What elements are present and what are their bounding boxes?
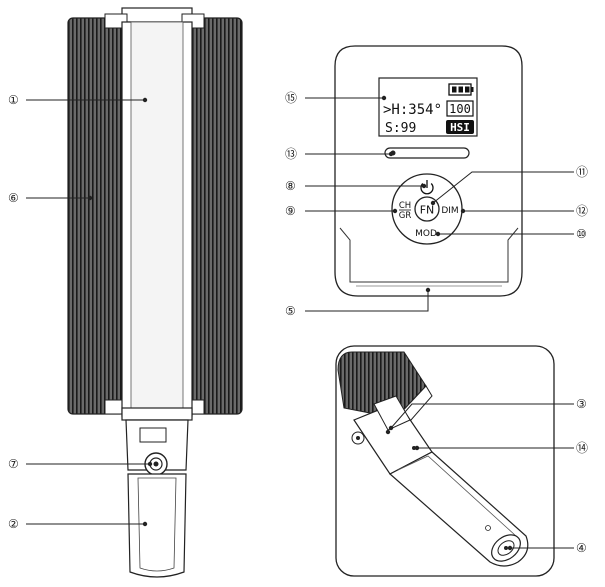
callout-number-12: ⑫: [576, 204, 588, 218]
indicator-slot: [384, 147, 470, 159]
right-heatsink: [184, 17, 243, 415]
callout-number-3: ③: [576, 397, 587, 411]
callout-1: ①: [8, 93, 148, 107]
callout-number-4: ④: [576, 541, 587, 555]
dim-button-label[interactable]: DIM: [441, 206, 458, 216]
callout-8: ⑧: [285, 179, 427, 193]
callout-number-10: ⑩: [576, 227, 587, 241]
lcd-brightness-box: [446, 100, 474, 117]
closeup-grip: [388, 451, 529, 567]
callout-number-2: ②: [8, 517, 19, 531]
light-diffuser: [130, 21, 184, 417]
mount-knob-center: [153, 461, 159, 467]
callout-11: ⑪: [430, 165, 588, 206]
callout-15: ⑮: [285, 91, 387, 105]
gr-button-label[interactable]: GR: [399, 211, 412, 221]
callout-14: ⑭: [414, 441, 588, 455]
lcd-mode-badge: [446, 120, 474, 134]
callout-number-14: ⑭: [576, 441, 588, 455]
battery-icon: [448, 83, 474, 96]
callout-5: ⑤: [285, 287, 431, 318]
fn-button-label: FN: [420, 204, 435, 217]
callout-number-13: ⑬: [285, 147, 297, 161]
handle-closeup: [335, 345, 555, 577]
ch-button-label[interactable]: CH: [399, 201, 411, 211]
callout-6: ⑥: [8, 191, 93, 205]
bottom-cap: [121, 407, 193, 421]
lcd-saturation-readout: S:99: [385, 121, 416, 136]
callout-number-15: ⑮: [285, 91, 297, 105]
callout-9: ⑨: [285, 204, 398, 218]
collar-window: [139, 427, 167, 443]
closeup-port-dot: [412, 446, 416, 450]
callout-13: ⑬: [285, 147, 394, 161]
mod-button-label[interactable]: MOD: [415, 229, 437, 239]
lcd-brightness-readout: 100: [449, 102, 471, 116]
handle-grip: [127, 473, 187, 578]
callout-3: ③: [388, 397, 587, 431]
callout-12: ⑫: [460, 204, 588, 218]
callout-number-1: ①: [8, 93, 19, 107]
control-panel: >H:354° 100 S:99 HSI FN DIM MOD CH GR: [334, 45, 523, 297]
callout-2: ②: [8, 517, 148, 531]
left-heatsink: [67, 17, 126, 415]
callout-number-7: ⑦: [8, 457, 19, 471]
callout-7: ⑦: [8, 457, 153, 471]
lcd-mode-readout: HSI: [450, 121, 470, 134]
callout-number-8: ⑧: [285, 179, 296, 193]
callout-number-5: ⑤: [285, 304, 296, 318]
tube-light: [67, 7, 243, 578]
handle-grip-inner: [137, 477, 177, 572]
lcd-display: >H:354° 100 S:99 HSI: [378, 77, 478, 137]
callout-number-11: ⑪: [576, 165, 588, 179]
callout-number-9: ⑨: [285, 204, 296, 218]
callout-4: ④: [507, 541, 587, 555]
lcd-hue-readout: >H:354°: [383, 102, 442, 118]
closeup-top-plate: [373, 395, 411, 431]
callout-10: ⑩: [435, 227, 587, 241]
closeup-led-dot: [385, 429, 391, 435]
callout-number-6: ⑥: [8, 191, 19, 205]
